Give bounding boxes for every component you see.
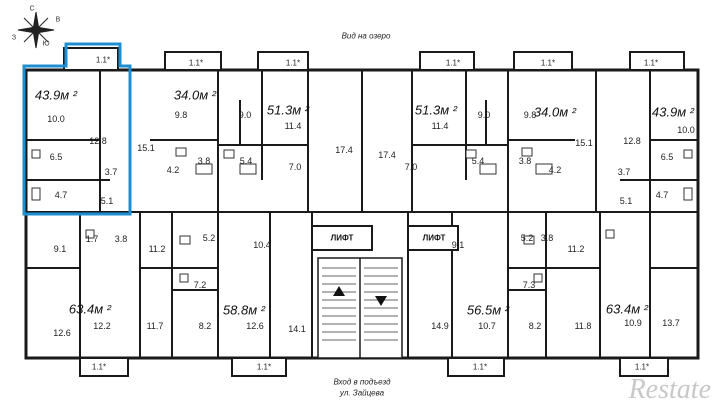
room-area: 3.8 [518,156,532,166]
compass-south-label: Ю [42,40,50,48]
room-area: 14.9 [431,321,449,331]
room-area: 12.6 [246,321,264,331]
apartment-area: 58.8м ² [222,302,266,318]
room-area: 3.7 [104,167,118,177]
room-area: 11.7 [146,321,164,331]
room-area: 11.2 [148,244,166,254]
compass-rose [17,11,55,49]
room-area: 5.1 [619,196,633,206]
bottom-balconies [79,357,669,377]
top-partitions [26,70,698,212]
room-area: 15.1 [575,138,593,148]
room-area: 7.0 [288,162,302,172]
room-area: 10.7 [478,321,496,331]
apartment-area: 43.9м ² [34,87,78,103]
room-area: 12.8 [623,136,641,146]
room-area: 7.3 [522,280,536,290]
room-area: 4.7 [655,190,669,200]
lift-label: ЛИФТ [422,233,446,243]
room-area: 13.7 [662,318,680,328]
room-area: 12.2 [93,321,111,331]
room-area: 14.1 [288,324,306,334]
room-area: 5.4 [239,156,253,166]
apartment-area: 63.4м ² [68,301,112,317]
top-balconies [63,47,685,71]
balcony-label: 1.1* [445,58,461,68]
lake-view-label: Вид на озеро [341,31,391,41]
room-area: 8.2 [198,321,212,331]
apartment-area: 34.0м ² [533,104,577,120]
room-area: 1.7 [85,234,99,244]
room-area: 9.0 [238,110,252,120]
balcony-label: 1.1* [256,362,272,372]
bathroom-fixtures [31,147,693,283]
room-area: 3.8 [114,234,128,244]
room-area: 10.9 [624,318,642,328]
room-area: 5.4 [471,156,485,166]
room-area: 9.1 [451,240,465,250]
balcony-label: 1.1* [643,58,659,68]
room-area: 9.8 [523,110,537,120]
balcony-label: 1.1* [472,362,488,372]
room-area: 7.0 [404,162,418,172]
room-area: 4.2 [548,165,562,175]
room-area: 10.4 [253,240,271,250]
apartment-area: 51.3м ² [266,102,310,118]
watermark: Restate [628,374,711,405]
apartment-area: 34.0м ² [173,87,217,103]
room-area: 10.0 [47,114,65,124]
apartment-area: 51.3м ² [414,102,458,118]
street-label: ул. Зайцева [339,388,385,398]
room-area: 3.7 [617,167,631,177]
lift-label: ЛИФТ [330,233,354,243]
room-area: 6.5 [660,152,674,162]
room-area: 10.0 [677,125,695,135]
room-area: 9.0 [477,110,491,120]
balcony-label: 1.1* [188,58,204,68]
room-area: 5.2 [202,233,216,243]
room-area: 7.2 [193,280,207,290]
stair-treads [322,267,398,341]
compass-north-label: С [29,5,35,13]
room-area: 11.2 [567,244,585,254]
selected-apartment-outline [22,42,132,216]
room-area: 4.2 [166,165,180,175]
room-area: 11.4 [431,121,449,131]
apartment-area: 56.5м ² [466,302,510,318]
room-area: 3.8 [197,156,211,166]
room-area: 17.4 [335,145,353,155]
balcony-label: 1.1* [540,58,556,68]
room-area: 5.1 [100,196,114,206]
apartment-area: 43.9м ² [651,104,695,120]
room-area: 12.6 [53,328,71,338]
room-area: 5.2 [520,233,534,243]
room-area: 17.4 [378,150,396,160]
room-area: 15.1 [137,143,155,153]
room-area: 6.5 [49,152,63,162]
apartment-area: 63.4м ² [605,301,649,317]
room-area: 12.8 [89,136,107,146]
room-area: 4.7 [54,190,68,200]
compass-east-label: В [55,16,61,24]
balcony-label: 1.1* [285,58,301,68]
compass-west-label: З [11,34,17,42]
room-area: 11.4 [284,121,302,131]
room-area: 8.2 [528,321,542,331]
balcony-label: 1.1* [91,362,107,372]
stair-arrows [333,286,387,306]
room-area: 9.8 [174,110,188,120]
room-area: 9.1 [53,244,67,254]
balcony-label: 1.1* [95,55,111,65]
balcony-label: 1.1* [634,362,650,372]
room-area: 3.8 [540,233,554,243]
room-area: 11.8 [574,321,592,331]
entrance-label: Вход в подъезд [333,377,391,387]
